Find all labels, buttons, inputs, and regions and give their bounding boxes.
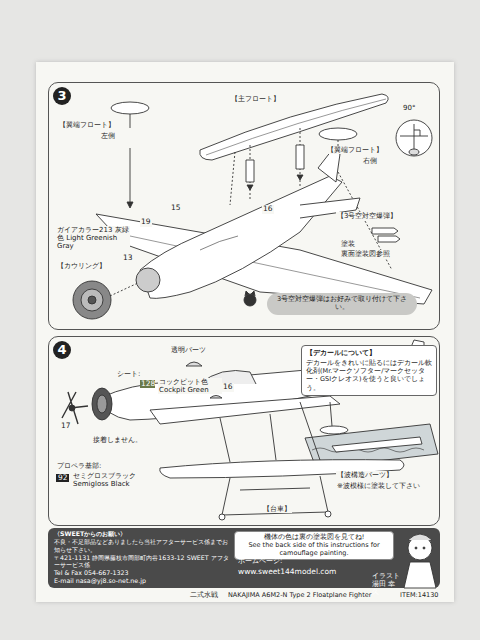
part-name: 【主フロート】 [230,95,281,103]
footer-text: 二式水戦 [190,592,218,599]
callout-number: 16 [222,383,234,392]
node-text: See the back side of this instructions f… [239,542,389,558]
web-address: www.sweet144model.com [238,568,336,577]
paint-note: シート: [116,370,141,378]
callout-number: 13 [122,254,134,263]
part-name: 【3号空対空爆弾】 [336,212,398,220]
node-text: デカールをきれいに貼るにはデカール軟化剤(Mr.マークソフター/マークセッター・… [306,359,432,392]
side-note: 右側 [362,157,378,165]
callout-number: 16 [262,205,274,214]
part-name: 【カウリング】 [56,262,107,270]
part-name: 【翼端フロート】 [58,121,116,129]
node-text: 【デカールについて】 [306,349,432,357]
paint-note: 裏面塗装図参照 [340,250,391,258]
speech-box: 機体の色は裏の塗装図を見てね!See the back side of this… [234,531,394,560]
part-name: 【波構造パーツ】 [336,471,394,479]
step-panel: 3 3号空対空爆弾はお好みで取り付けて下さい。 [48,82,440,330]
node-text: Tel & Fax 054-667-1323 [54,569,230,577]
part-name: 透明パーツ [170,346,207,354]
web-label: ホームページ: [238,557,282,565]
color-number: 92 [58,474,68,483]
side-note: 左側 [100,132,116,140]
step-number: 3 [53,87,71,105]
step-number: 4 [53,341,71,359]
part-name: 【翼端フロート】 [326,146,384,154]
illustrator-credit: イラスト 湯田 幸久 [372,572,402,596]
paint-note: 塗装 [340,240,356,248]
angle-label: 90° [402,104,416,112]
node-text: 機体の色は裏の塗装図を見てね! [239,534,389,542]
node-text: 3号空対空爆弾はお好みで取り付けて下さい。 [275,296,409,312]
node-text: 不良・不足部品などありましたら当社アフターサービス係までお知らせ下さい。 [54,538,230,554]
callout-number: 19 [140,218,152,227]
contact-box: 〈SWEETからのお願い〉不良・不足部品などありましたら当社アフターサービス係ま… [54,530,230,591]
paint-color: コックピット色 Cockpit Green [158,378,222,394]
node-text: E-mail nasa@yj8.so-net.ne.jp [54,577,230,585]
node-text: 〈SWEETからのお願い〉 [54,530,230,538]
color-number: 128 [141,380,155,389]
callout-number: 17 [60,422,72,431]
assembly-note: 接着しません。 [92,436,143,444]
part-name: 【台車】 [262,505,292,513]
node-text: 〒421-1131 静岡県藤枝市岡部町内谷1633-12 SWEET アフターサ… [54,554,230,570]
footer-text: ITEM:14130 [400,592,438,599]
decal-note-box: 【デカールについて】デカールをきれいに貼るにはデカール軟化剤(Mr.マークソフタ… [301,345,437,396]
paint-note: ※波模様に塗装して下さい [336,482,421,490]
paint-color: セミグロスブラック Semigloss Black [72,472,152,488]
paint-color: ガイアカラー213 灰緑色 Light Greenish Gray [56,226,130,250]
paint-note: プロペラ基部: [56,462,102,470]
note-bubble: 3号空対空爆弾はお好みで取り付けて下さい。 [267,293,417,315]
step-panel: 4 【デカールについて】デカールをきれいに貼るにはデカール軟化剤(Mr.マークソフ… [48,336,440,526]
callout-number: 15 [170,204,182,213]
footer-text: NAKAJIMA A6M2-N Type 2 Floatplane Fighte… [228,592,371,599]
